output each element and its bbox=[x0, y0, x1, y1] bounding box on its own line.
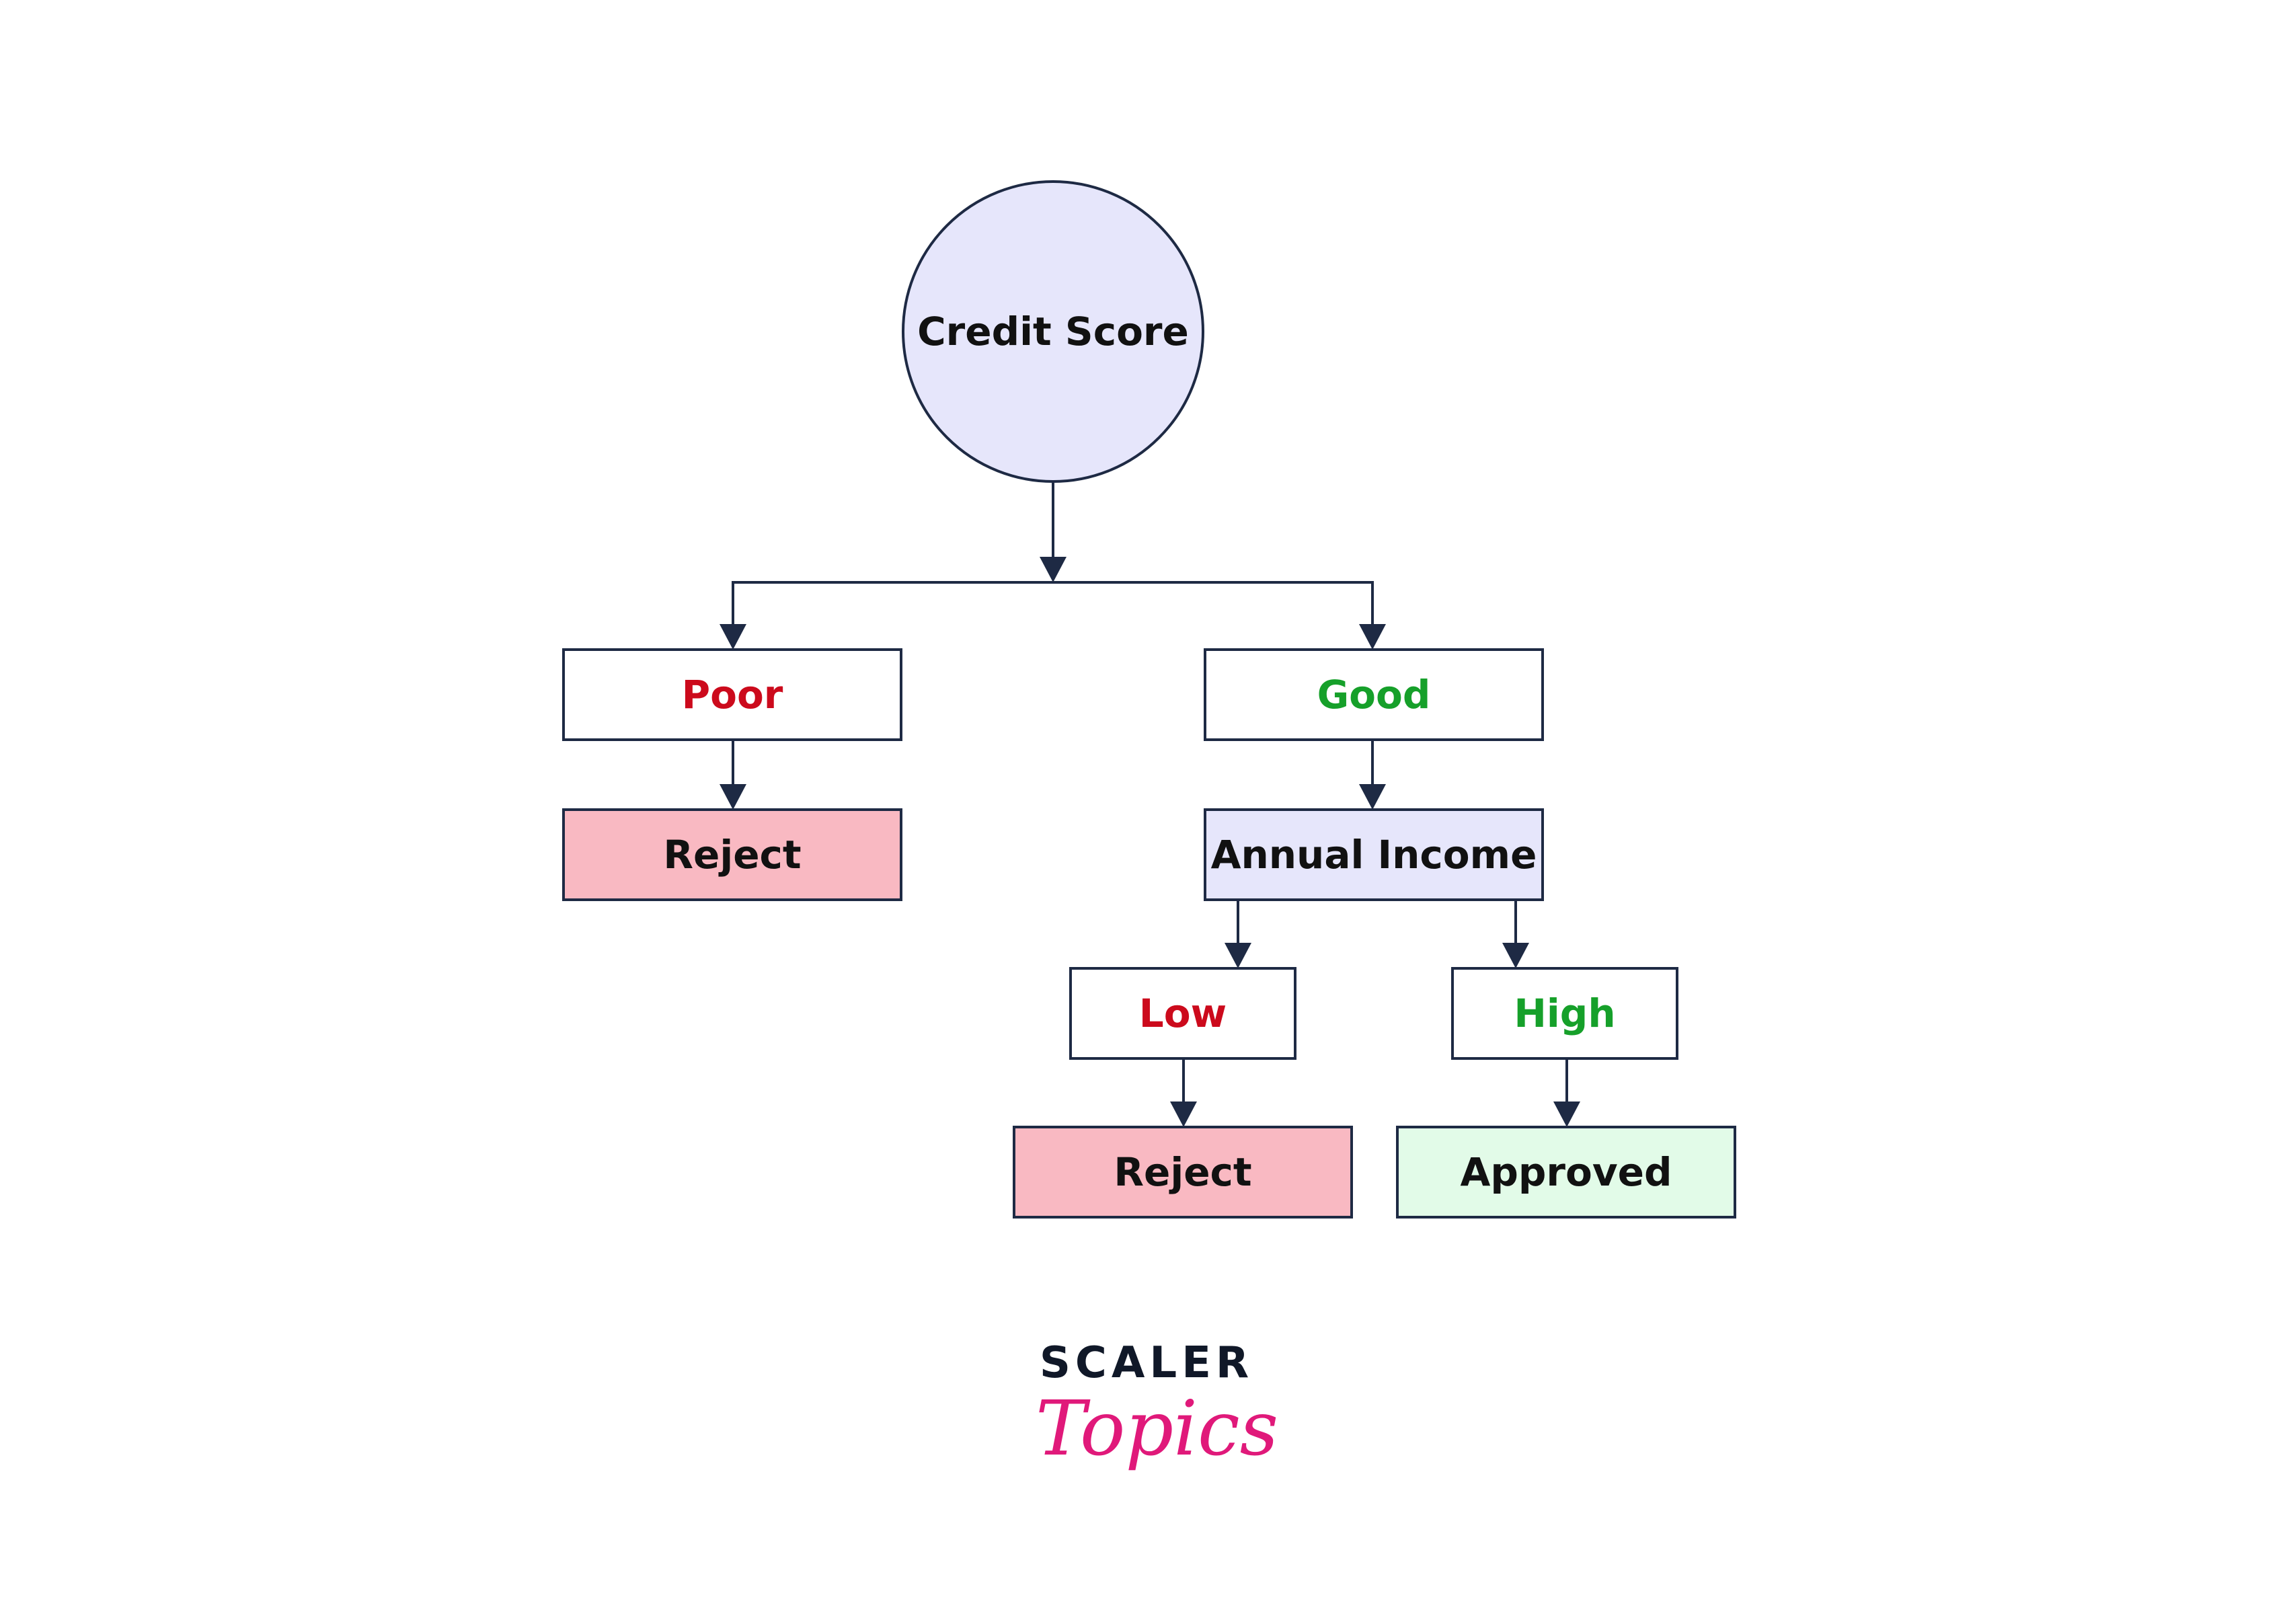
approved-label: Approved bbox=[1460, 1149, 1672, 1195]
poor-node: Poor bbox=[562, 648, 902, 741]
arrowhead-junction bbox=[1040, 557, 1067, 582]
good-node: Good bbox=[1204, 648, 1544, 741]
arrowhead-approved bbox=[1553, 1101, 1580, 1127]
arrowhead-reject-low bbox=[1170, 1101, 1197, 1127]
credit-score-label: Credit Score bbox=[917, 309, 1189, 354]
good-label: Good bbox=[1317, 672, 1431, 718]
poor-label: Poor bbox=[681, 672, 783, 718]
reject-poor-node: Reject bbox=[562, 808, 902, 901]
approved-node: Approved bbox=[1396, 1126, 1736, 1219]
arrowhead-income bbox=[1359, 784, 1386, 810]
low-label: Low bbox=[1138, 991, 1227, 1036]
arrowhead-reject-poor bbox=[720, 784, 746, 810]
arrowhead-good bbox=[1359, 624, 1386, 650]
reject-poor-label: Reject bbox=[663, 832, 802, 878]
arrowhead-low bbox=[1225, 943, 1251, 968]
annual-income-node: Annual Income bbox=[1204, 808, 1544, 901]
arrowhead-poor bbox=[720, 624, 746, 650]
logo-sub-text: Topics bbox=[1036, 1385, 1279, 1473]
low-node: Low bbox=[1069, 967, 1296, 1060]
annual-income-label: Annual Income bbox=[1210, 832, 1537, 878]
scaler-topics-logo: SCALER Topics bbox=[1036, 1338, 1279, 1513]
high-node: High bbox=[1451, 967, 1678, 1060]
reject-low-label: Reject bbox=[1114, 1149, 1252, 1195]
credit-score-node: Credit Score bbox=[902, 180, 1204, 483]
high-label: High bbox=[1514, 991, 1616, 1036]
logo-brand-text: SCALER bbox=[1039, 1338, 1254, 1388]
arrowhead-high bbox=[1502, 943, 1529, 968]
reject-low-node: Reject bbox=[1013, 1126, 1353, 1219]
